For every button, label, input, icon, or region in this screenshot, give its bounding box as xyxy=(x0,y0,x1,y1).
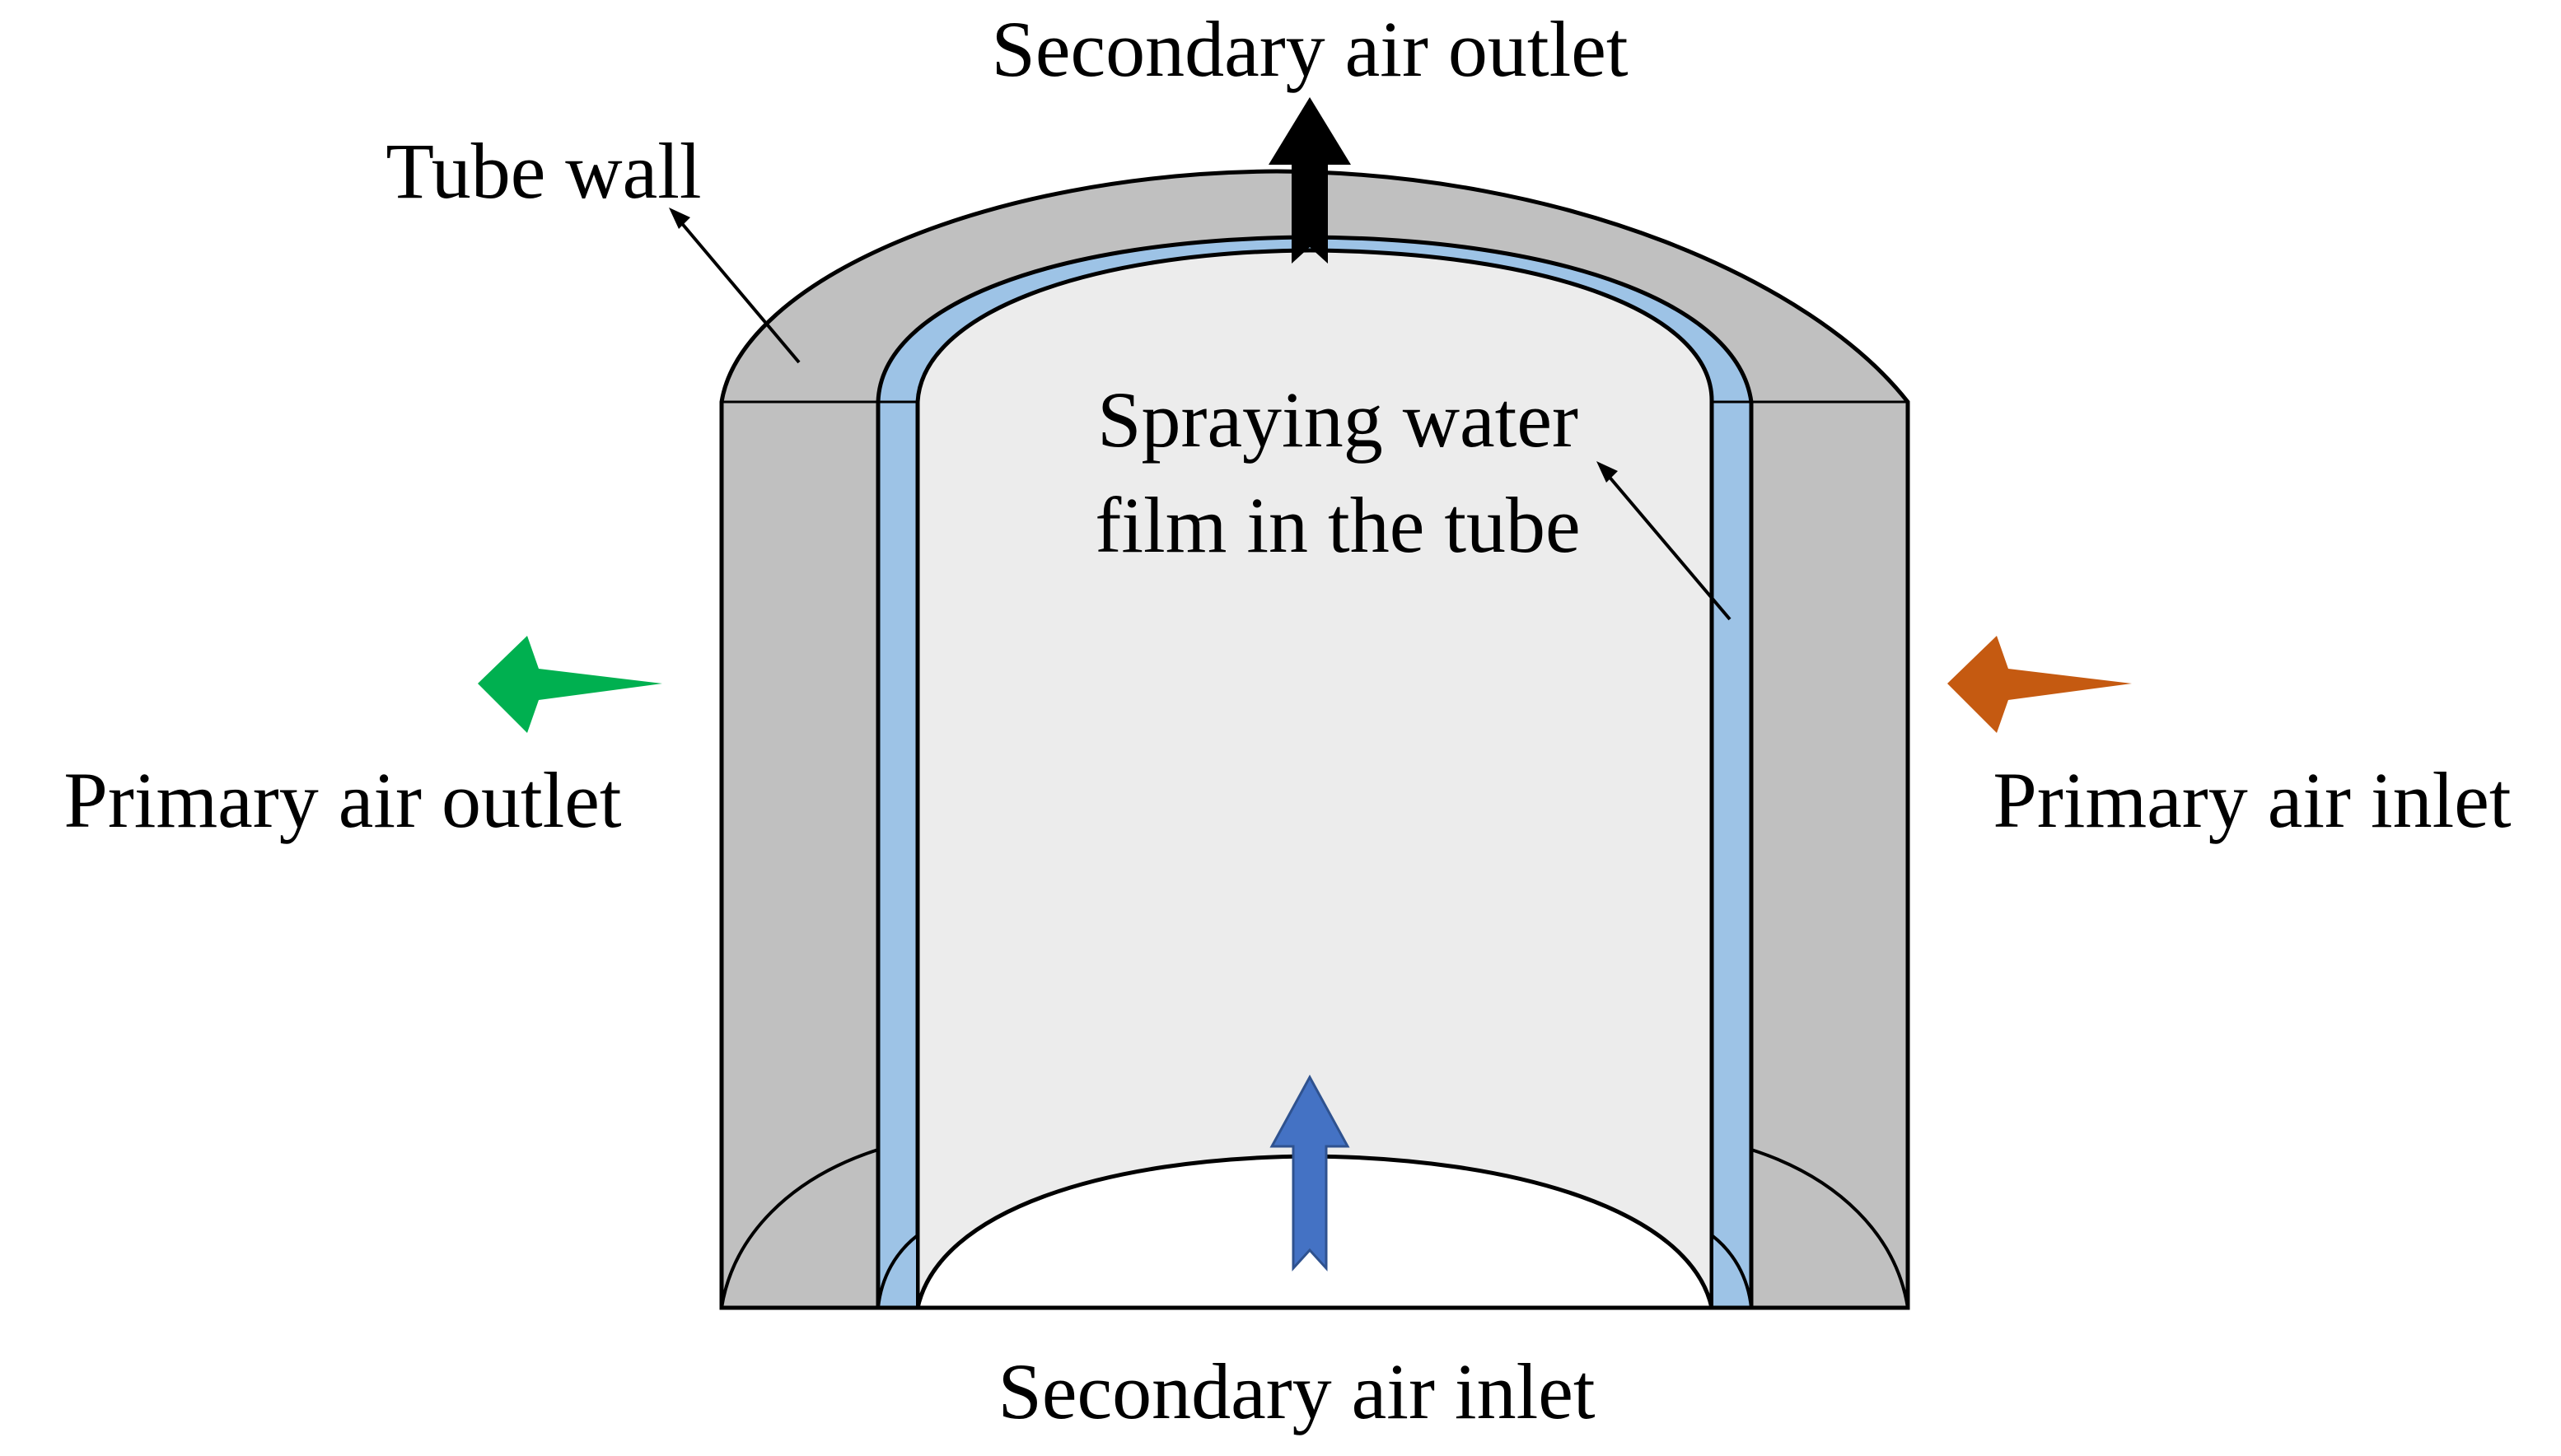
primary-air-outlet-label: Primary air outlet xyxy=(63,756,621,844)
secondary-air-inlet-label: Secondary air inlet xyxy=(998,1347,1595,1435)
bottom-right-film-arc xyxy=(1710,1231,1754,1309)
tube-interior xyxy=(915,248,1714,1310)
water-film-leader xyxy=(1596,461,1731,621)
secondary-air-outlet-label: Secondary air outlet xyxy=(991,5,1628,93)
primary-air-outlet-arrow xyxy=(478,636,662,733)
primary-air-inlet-arrow xyxy=(1947,636,2132,733)
tube-body xyxy=(719,169,1910,1310)
bottom-left-wall-arc xyxy=(720,1148,879,1309)
secondary-air-inlet-arrow xyxy=(1269,1074,1350,1272)
tube-wall-leader xyxy=(669,208,801,364)
bottom-left-film-arc xyxy=(876,1231,919,1309)
tube-wall-label: Tube wall xyxy=(386,127,701,215)
spraying-water-film-label-line2: film in the tube xyxy=(1095,481,1580,569)
primary-air-inlet-label: Primary air inlet xyxy=(1993,756,2511,844)
spraying-water-film-label-line1: Spraying water xyxy=(1097,376,1578,464)
bottom-right-wall-arc xyxy=(1750,1148,1909,1309)
secondary-air-outlet-arrow xyxy=(1269,97,1351,264)
